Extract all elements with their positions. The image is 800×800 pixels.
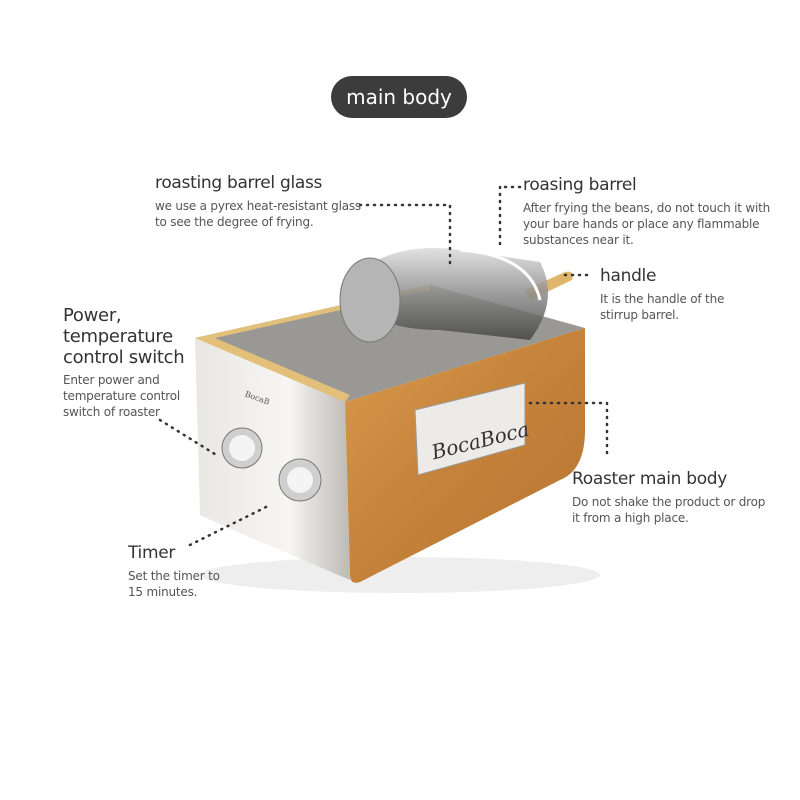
callout-title: Power, temperature control switch bbox=[63, 305, 185, 368]
callout-desc: After frying the beans, do not touch it … bbox=[523, 201, 771, 247]
callout-desc: we use a pyrex heat-resistant glass to s… bbox=[155, 199, 361, 229]
power-temperature-knob bbox=[221, 427, 263, 469]
front-panel bbox=[195, 338, 350, 580]
callout-roasing-barrel: roasing barrel After frying the beans, d… bbox=[523, 175, 773, 248]
callout-power-switch: Power, temperature control switch Enter … bbox=[63, 305, 188, 420]
callout-title: roasing barrel bbox=[523, 175, 637, 195]
callout-timer: Timer Set the timer to 15 minutes. bbox=[128, 543, 238, 600]
callout-handle: handle It is the handle of the stirrup b… bbox=[600, 266, 730, 323]
callout-desc: Do not shake the product or drop it from… bbox=[572, 495, 766, 525]
callout-title: Timer bbox=[128, 543, 176, 563]
callout-desc: It is the handle of the stirrup barrel. bbox=[600, 292, 725, 322]
callout-desc: Set the timer to 15 minutes. bbox=[128, 569, 220, 599]
callout-title: handle bbox=[600, 266, 657, 286]
nameplate bbox=[414, 382, 526, 476]
main-body-title-pill: main body bbox=[331, 76, 467, 118]
callout-title: Roaster main body bbox=[572, 469, 728, 489]
leader-lines bbox=[158, 185, 609, 547]
callout-roasting-barrel-glass: roasting barrel glass we use a pyrex hea… bbox=[155, 173, 365, 230]
glass-barrel bbox=[339, 248, 548, 343]
timer-knob bbox=[278, 458, 322, 502]
callout-title: roasting barrel glass bbox=[155, 173, 323, 193]
callout-roaster-main-body: Roaster main body Do not shake the produ… bbox=[572, 469, 772, 526]
callout-desc: Enter power and temperature control swit… bbox=[63, 373, 181, 419]
shadow bbox=[200, 557, 600, 593]
